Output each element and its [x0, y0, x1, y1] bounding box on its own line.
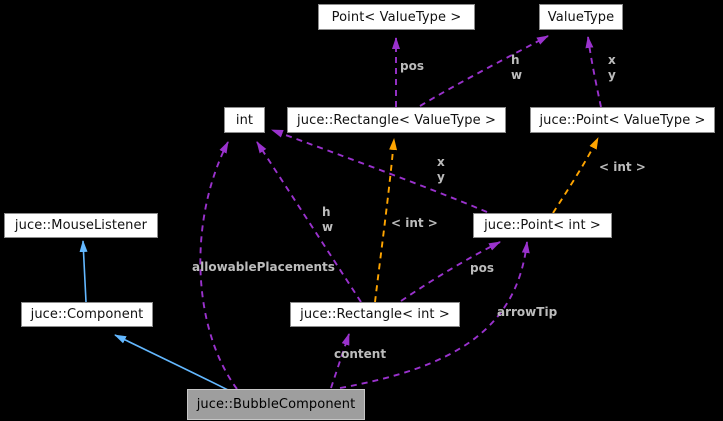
- edge-label-pos-mid: pos: [470, 261, 494, 275]
- edge-rectangleint-to-pointint-pos: [400, 241, 501, 302]
- edge-label-content: content: [334, 347, 387, 361]
- edge-label-xy-mid: x y: [437, 155, 445, 184]
- edge-pointvaluetype-to-valuetype-xy: [585, 36, 602, 108]
- edge-rectangleint-to-rectanglevaluetype-template: [374, 138, 398, 303]
- edge-bubblecomponent-to-component: [114, 334, 229, 391]
- node-point-valuetype[interactable]: Point< ValueType >: [318, 4, 475, 30]
- edge-label-template-int-right: < int >: [599, 160, 646, 174]
- edge-label-allowableplacements: allowablePlacements: [192, 260, 335, 274]
- edge-bubblecomponent-to-int-allowableplacements: [199, 141, 238, 390]
- edge-rectangleint-to-int-hw: [256, 141, 362, 303]
- edge-rectanglevaluetype-to-valuetype-hw: [419, 35, 549, 107]
- edge-component-to-mouselistener: [79, 240, 88, 303]
- edge-label-pos-top: pos: [400, 59, 424, 73]
- node-juce-point-valuetype[interactable]: juce::Point< ValueType >: [530, 107, 715, 133]
- edge-pointint-to-int-xy: [271, 129, 488, 213]
- edge-label-hw-top: h w: [511, 53, 523, 82]
- node-juce-component[interactable]: juce::Component: [21, 302, 153, 327]
- node-int: int: [224, 107, 265, 133]
- node-juce-point-int[interactable]: juce::Point< int >: [473, 213, 612, 238]
- node-juce-rectangle-int[interactable]: juce::Rectangle< int >: [290, 302, 460, 327]
- node-juce-mouselistener[interactable]: juce::MouseListener: [4, 213, 158, 238]
- edge-pointint-to-pointvaluetype-template: [552, 137, 599, 214]
- edge-label-hw-mid: h w: [322, 205, 334, 234]
- node-juce-bubblecomponent: juce::BubbleComponent: [187, 389, 365, 420]
- edge-label-arrowtip: arrowTip: [497, 305, 558, 319]
- edge-label-xy-top: x y: [608, 53, 616, 82]
- node-valuetype: ValueType: [539, 4, 623, 30]
- edge-label-template-int-left: < int >: [391, 216, 438, 230]
- node-juce-rectangle-valuetype[interactable]: juce::Rectangle< ValueType >: [287, 107, 506, 133]
- edge-bubblecomponent-to-pointint-arrowtip: [339, 241, 530, 389]
- edge-bubblecomponent-to-rectangleint-content: [330, 333, 350, 389]
